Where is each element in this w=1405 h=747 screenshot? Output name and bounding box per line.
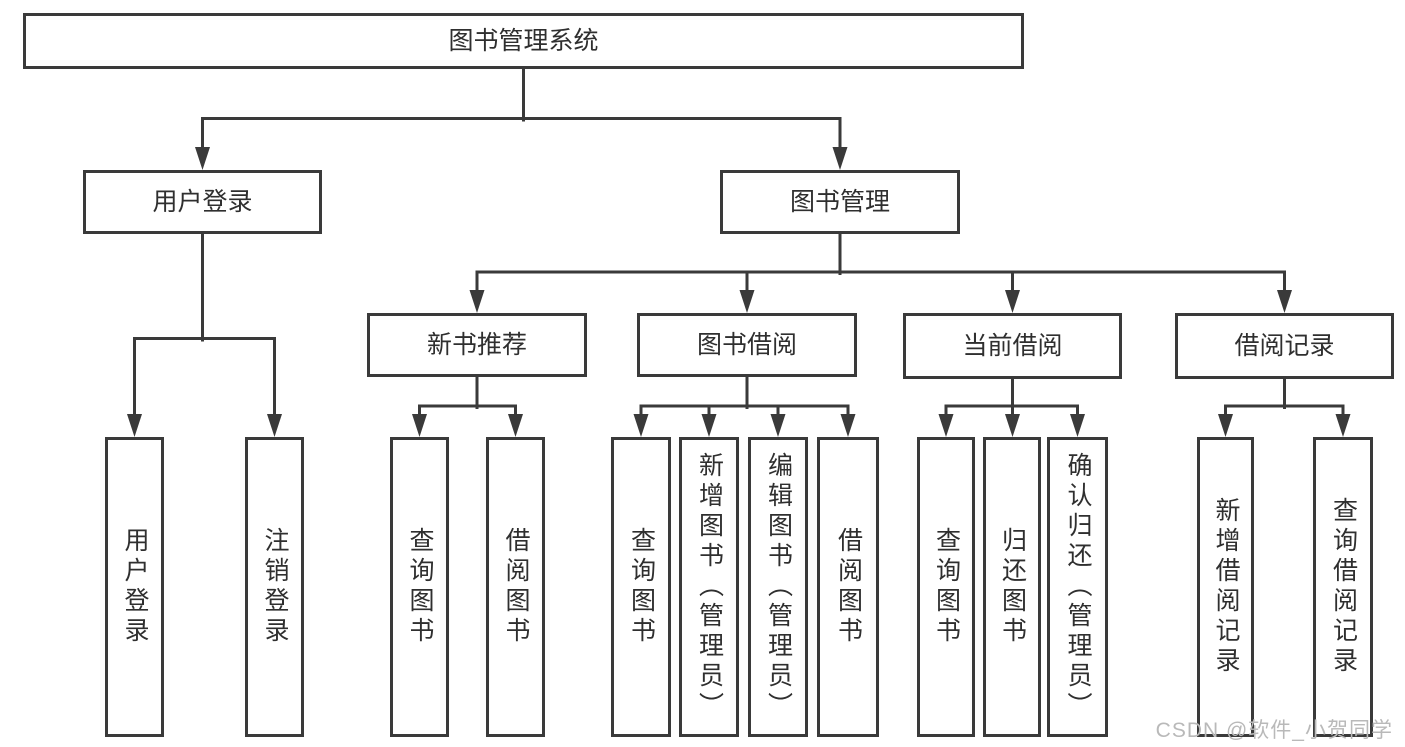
node-current-borrow: 当前借阅	[903, 313, 1122, 379]
leaf-label: 查询图书	[406, 527, 434, 647]
leaf-add-book-admin: 新增图书（管理员）	[679, 437, 739, 737]
leaf-borrow-book: 借阅图书	[817, 437, 879, 737]
leaf-add-borrow-record: 新增借阅记录	[1197, 437, 1254, 737]
node-label: 当前借阅	[962, 331, 1063, 360]
node-library-system: 图书管理系统	[23, 13, 1024, 69]
leaf-label: 编辑图书（管理员）	[764, 452, 793, 722]
leaf-query-borrow-record: 查询借阅记录	[1313, 437, 1373, 737]
leaf-return-book: 归还图书	[983, 437, 1041, 737]
node-label: 图书借阅	[696, 330, 797, 359]
node-label: 图书管理	[789, 187, 890, 216]
tree-edges	[133, 67, 1345, 421]
leaf-label: 用户登录	[121, 527, 149, 647]
leaf-confirm-return-admin: 确认归还（管理员）	[1047, 437, 1108, 737]
node-book-borrow: 图书借阅	[637, 313, 857, 377]
leaf-label: 新增借阅记录	[1212, 497, 1240, 677]
leaf-label: 注销登录	[261, 527, 289, 647]
leaf-user-login: 用户登录	[105, 437, 164, 737]
leaf-label: 归还图书	[998, 527, 1027, 647]
node-user-login: 用户登录	[83, 170, 322, 234]
csdn-watermark: CSDN @软件_小贺同学	[1155, 719, 1393, 742]
leaf-label: 借阅图书	[834, 527, 863, 647]
leaf-label: 查询借阅记录	[1329, 497, 1358, 677]
node-borrow-records: 借阅记录	[1175, 313, 1394, 379]
leaf-edit-book-admin: 编辑图书（管理员）	[748, 437, 808, 737]
node-book-management: 图书管理	[720, 170, 960, 234]
node-new-book-recommend: 新书推荐	[367, 313, 587, 377]
leaf-label: 查询图书	[932, 527, 961, 647]
leaf-label: 查询图书	[627, 527, 656, 647]
leaf-borrow-book-recommend: 借阅图书	[486, 437, 545, 737]
node-label: 图书管理系统	[448, 26, 599, 55]
leaf-label: 借阅图书	[502, 527, 530, 647]
leaf-label: 确认归还（管理员）	[1064, 452, 1092, 722]
leaf-query-book-recommend: 查询图书	[390, 437, 449, 737]
leaf-query-book-current: 查询图书	[917, 437, 975, 737]
node-label: 新书推荐	[426, 330, 527, 359]
leaf-query-book-borrow: 查询图书	[611, 437, 671, 737]
leaf-logout: 注销登录	[245, 437, 304, 737]
node-label: 借阅记录	[1234, 331, 1335, 360]
leaf-label: 新增图书（管理员）	[695, 452, 724, 722]
node-label: 用户登录	[152, 187, 253, 216]
